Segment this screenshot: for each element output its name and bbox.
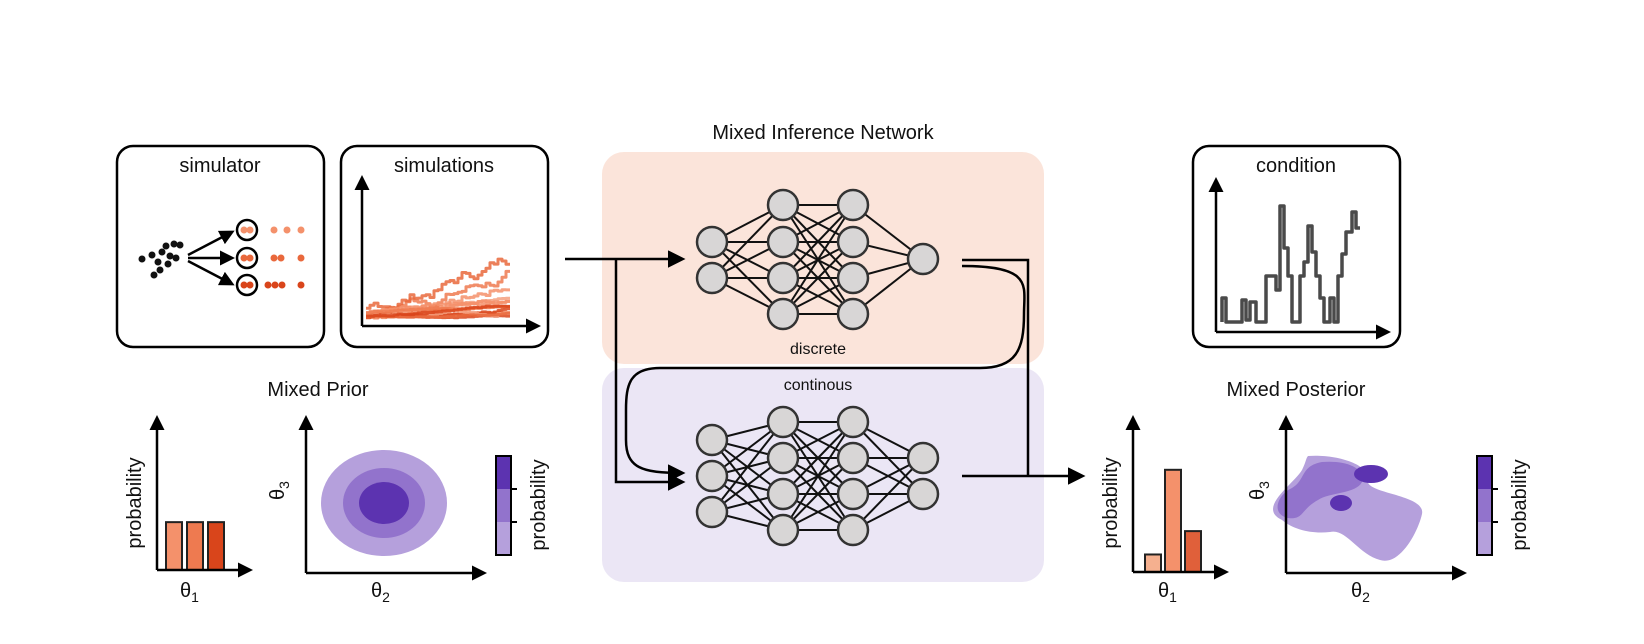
network-node [695, 225, 729, 259]
posterior-colorbar-prob-label: probability [1509, 459, 1531, 550]
dot-cloud-icon [138, 240, 184, 279]
simulations-box [339, 144, 550, 349]
network-node [836, 513, 870, 547]
network-node [836, 261, 870, 295]
condition-title: condition [1256, 155, 1336, 177]
network-edge [782, 421, 854, 495]
posterior-title: Mixed Posterior [1227, 379, 1366, 401]
prior-title: Mixed Prior [267, 379, 368, 401]
probability-bar [1144, 553, 1162, 573]
posterior-theta2-label: θ2 [1351, 580, 1370, 605]
network-edge [782, 421, 854, 531]
prior-colorbar-prob-label: probability [528, 459, 550, 550]
network-node [695, 423, 729, 457]
network-title: Mixed Inference Network [712, 122, 934, 144]
condition-trace [1220, 204, 1360, 324]
continuous-neural-network-icon [695, 405, 940, 547]
probability-bar [1184, 530, 1202, 573]
flow-arrows [565, 250, 1086, 491]
posterior-bar-prob-label: probability [1100, 457, 1122, 548]
network-node [766, 441, 800, 475]
network-node [766, 477, 800, 511]
branch-arrows [187, 230, 235, 286]
prior-bar-chart [165, 521, 225, 572]
network-node [695, 261, 729, 295]
network-node [906, 242, 940, 276]
simulator-title: simulator [179, 155, 260, 177]
prior-density-contours [321, 450, 447, 556]
network-edge [782, 204, 854, 279]
network-edge [782, 457, 854, 531]
probability-bar [207, 521, 225, 572]
network-node [695, 495, 729, 529]
posterior-theta1-label: θ1 [1158, 580, 1177, 605]
simulations-title: simulations [394, 155, 494, 177]
network-node [836, 297, 870, 331]
network-node [836, 188, 870, 222]
simulation-trace [366, 304, 510, 318]
network-node [766, 225, 800, 259]
discrete-neural-network-icon [695, 188, 940, 331]
prior-colorbar [495, 455, 517, 556]
network-edge [852, 457, 924, 531]
probability-bar [1164, 468, 1182, 573]
posterior-colorbar [1476, 455, 1498, 556]
network-node [836, 441, 870, 475]
prior-theta3-label: θ3 [267, 481, 292, 500]
network-node [836, 405, 870, 439]
discrete-label: discrete [790, 341, 846, 358]
posterior-bar-chart [1144, 468, 1202, 573]
simulation-traces [366, 257, 510, 320]
condition-box [1191, 144, 1402, 349]
continuous-network-panel [602, 368, 1044, 582]
network-edge [782, 241, 854, 315]
simulation-trace [366, 299, 510, 315]
prior-theta2-label: θ2 [371, 580, 390, 605]
network-node [836, 225, 870, 259]
arrow-right-icon [614, 259, 686, 491]
network-node [766, 513, 800, 547]
simulator-box [115, 144, 326, 349]
network-edge [711, 421, 784, 513]
posterior-density-contours [1273, 455, 1423, 561]
network-node [766, 261, 800, 295]
network-edge [782, 204, 854, 315]
probability-bar [165, 521, 183, 572]
posterior-theta3-label: θ3 [1247, 481, 1272, 500]
prior-theta1-label: θ1 [180, 580, 199, 605]
network-node [695, 459, 729, 493]
probability-bar [186, 521, 204, 572]
network-node [766, 297, 800, 331]
prior-bar-prob-label: probability [124, 457, 146, 548]
continuous-label: continous [784, 377, 853, 394]
network-node [836, 477, 870, 511]
network-edge [711, 204, 784, 279]
network-node [906, 477, 940, 511]
discrete-outcomes [235, 218, 305, 297]
network-node [906, 441, 940, 475]
network-node [766, 188, 800, 222]
network-node [766, 405, 800, 439]
